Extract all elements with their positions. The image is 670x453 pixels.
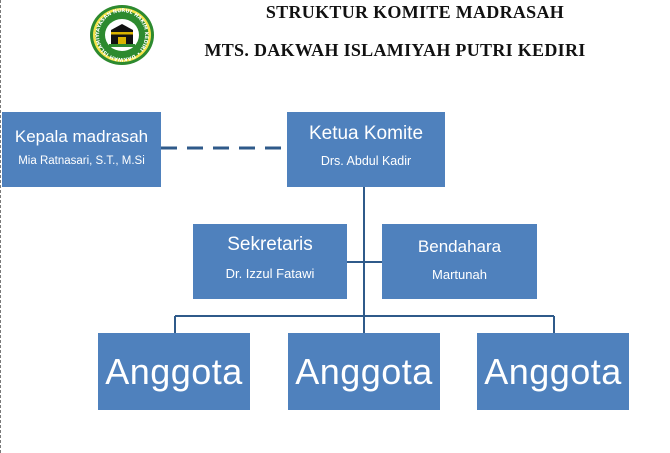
org-role-label: Anggota (295, 351, 433, 392)
org-person-name: Martunah (432, 267, 487, 282)
org-role-label: Anggota (484, 351, 622, 392)
org-box-anggota: Anggota (98, 333, 250, 410)
org-role-label: Bendahara (417, 237, 502, 256)
org-box-anggota: Anggota (477, 333, 629, 410)
page-left-margin-line (0, 0, 1, 453)
org-box-sekretaris: Sekretaris Dr. Izzul Fatawi (193, 224, 347, 299)
org-box-anggota: Anggota (288, 333, 440, 410)
org-person-name: Mia Ratnasari, S.T., M.Si (18, 155, 145, 167)
page-title-line-2: MTS. DAKWAH ISLAMIYAH PUTRI KEDIRI (204, 40, 586, 60)
org-role-label: Anggota (105, 351, 243, 392)
org-role-label: Ketua Komite (308, 123, 424, 144)
org-box-kepala-madrasah: Kepala madrasah Mia Ratnasari, S.T., M.S… (2, 112, 161, 187)
org-box-ketua-komite: Ketua Komite Drs. Abdul Kadir (287, 112, 445, 187)
madrasah-logo-icon: YAYASAN NURUL HAKIM KEDIRI • DAKWAH ISLA… (89, 4, 154, 65)
org-role-label: Sekretaris (227, 234, 313, 255)
org-person-name: Drs. Abdul Kadir (320, 154, 412, 168)
org-role-label: Kepala madrasah (14, 127, 149, 146)
page-title-line-1: STRUKTUR KOMITE MADRASAH (265, 2, 565, 22)
org-person-name: Dr. Izzul Fatawi (225, 266, 315, 281)
org-box-bendahara: Bendahara Martunah (382, 224, 537, 299)
